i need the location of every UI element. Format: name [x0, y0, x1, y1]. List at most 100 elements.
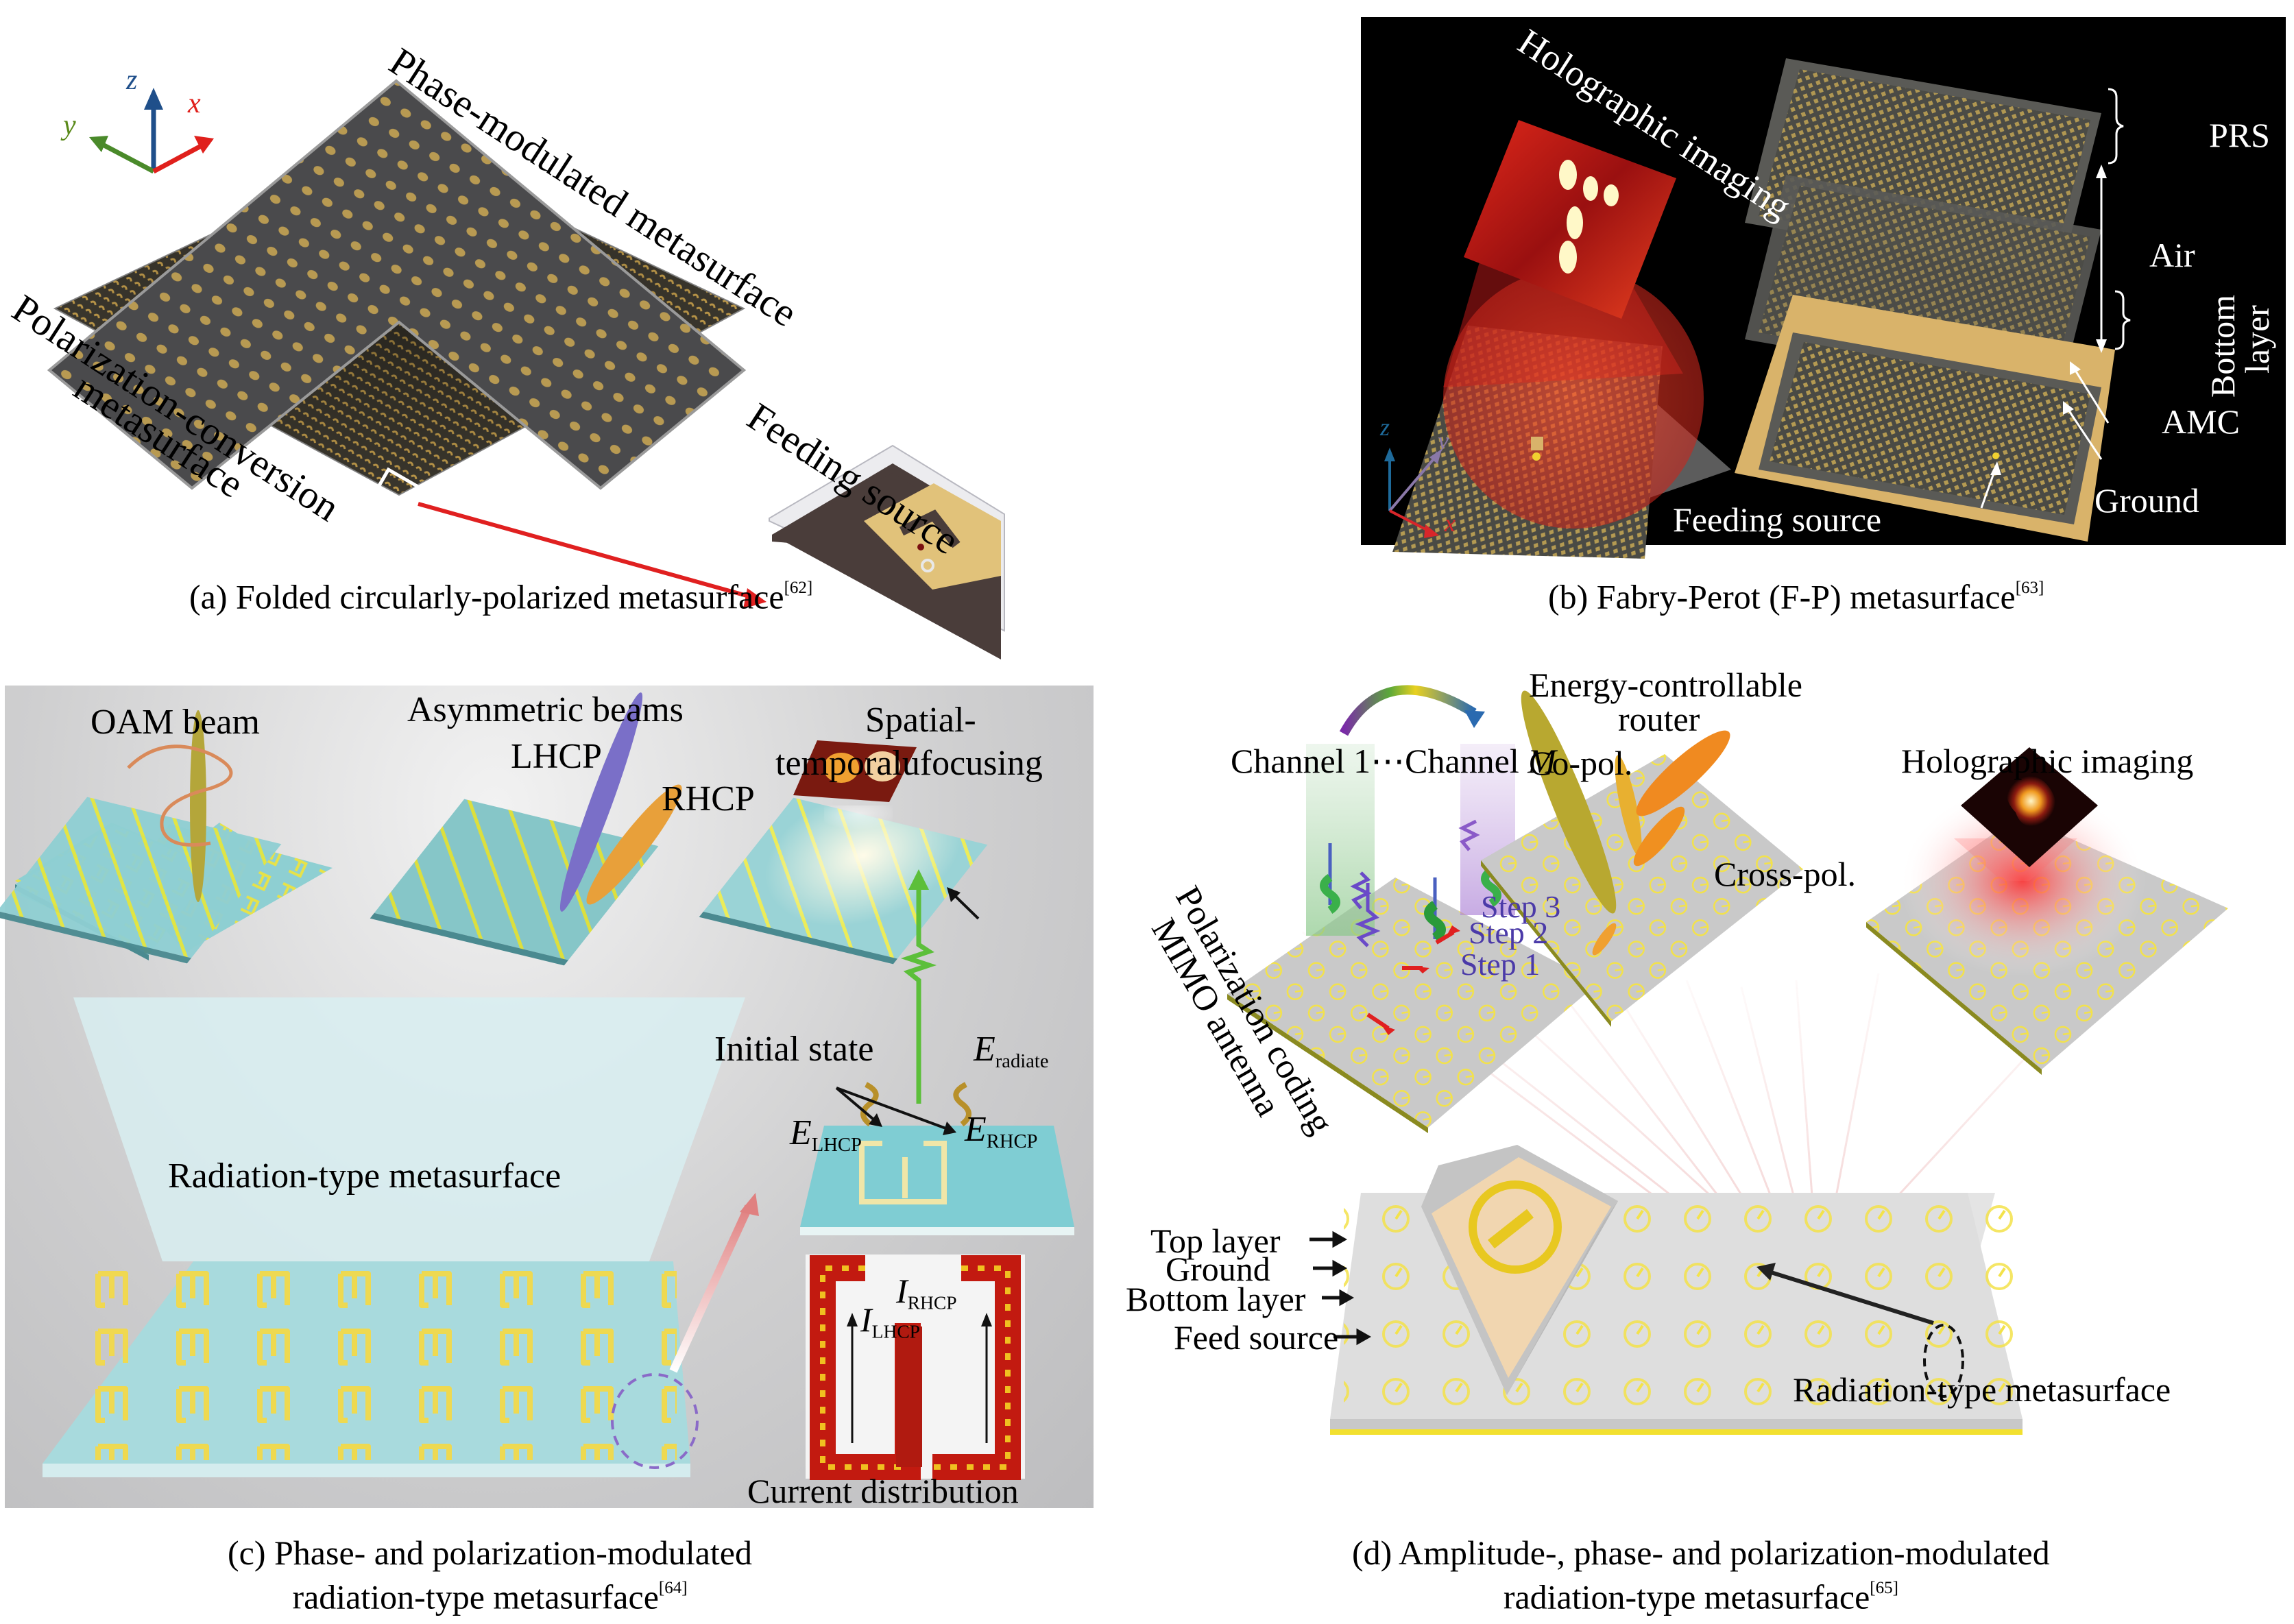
zoom-arrow — [669, 1204, 753, 1373]
axis-z-label-b: z — [1380, 413, 1390, 441]
caption-b-ref: [63] — [2015, 579, 2044, 597]
axis-z-label: z — [126, 64, 138, 96]
label-ground-b: Ground — [2094, 481, 2199, 520]
caption-a-ref: [62] — [784, 579, 813, 597]
label-asymmetric-beams: Asymmetric beams — [407, 690, 684, 729]
i-rhcp-sub: RHCP — [907, 1292, 957, 1313]
label-radiation-type-metasurface-d: Radiation-type metasurface — [1793, 1370, 2171, 1409]
label-oam-beam: OAM beam — [90, 703, 260, 742]
unit-pointer-arrow — [1768, 1270, 1934, 1325]
label-e-radiate: Eradiate — [974, 1032, 1049, 1072]
label-feeding-source-b: Feeding source — [1673, 500, 1882, 539]
oam-helix — [127, 744, 233, 847]
label-i-rhcp: IRHCP — [896, 1274, 957, 1312]
axis-triad-a — [89, 88, 214, 174]
prs-brace — [2108, 88, 2124, 165]
label-energy-controllable: Energy-controllable — [1529, 666, 1802, 704]
axis-x-label: x — [188, 88, 201, 119]
co-pol-beam — [1521, 690, 1617, 914]
axis-y-label-b: y — [1438, 427, 1449, 455]
i-rhcp-base: I — [896, 1272, 908, 1310]
label-arrows-d — [1309, 1231, 1372, 1346]
radiation-circle — [1443, 268, 1704, 529]
e-rhcp-base: E — [965, 1110, 987, 1149]
feed-pointer-arrow — [418, 502, 755, 600]
label-top-layer: Top layer — [1150, 1222, 1281, 1260]
router-beam-3 — [1636, 730, 1730, 816]
e-radiate-wave — [900, 884, 937, 1104]
e-radiate-sub: radiate — [995, 1051, 1049, 1072]
caption-a: (a) Folded circularly-polarized metasurf… — [189, 579, 812, 614]
unit-cell-ring — [1469, 1180, 1562, 1274]
lhcp-beam — [559, 692, 643, 912]
e-lhcp-sub: LHCP — [811, 1135, 862, 1156]
label-channels: Channel 1⋯Channel M — [1231, 744, 1556, 778]
cross-pol-beam-2 — [1592, 923, 1617, 956]
caption-c: (c) Phase- and polarization-modulated ra… — [228, 1536, 752, 1614]
caption-b: (b) Fabry-Perot (F-P) metasurface[63] — [1548, 579, 2044, 614]
i-lhcp-sub: LHCP — [871, 1320, 920, 1342]
label-temporal-focusing: temporalufocusing — [775, 744, 1043, 783]
label-channels-text: Channel 1⋯Channel — [1231, 742, 1528, 780]
label-e-rhcp: ERHCP — [965, 1112, 1037, 1152]
e-lhcp-base: E — [790, 1113, 812, 1152]
label-current-distribution: Current distribution — [747, 1472, 1019, 1510]
e-rhcp-wave — [953, 1082, 971, 1127]
unit-cell-resonator — [859, 1141, 947, 1204]
feed-patch — [864, 483, 1001, 590]
e-rhcp-sub: RHCP — [986, 1131, 1038, 1152]
zoom-cone — [73, 997, 745, 1261]
panel-a-graphics — [47, 79, 1005, 659]
phase-modulated-plate — [47, 79, 747, 490]
e-lhcp-wave — [860, 1082, 879, 1127]
caption-d: (d) Amplitude-, phase- and polarization-… — [1352, 1536, 2050, 1614]
label-i-lhcp: ILHCP — [860, 1302, 920, 1341]
cross-pol-beam — [1633, 806, 1685, 866]
caption-d-line1: (d) Amplitude-, phase- and polarization-… — [1352, 1534, 2050, 1572]
axis-y-label: y — [63, 110, 76, 141]
label-step-2: Step 2 — [1469, 915, 1549, 950]
label-air: Air — [2149, 236, 2195, 274]
polarization-waves — [1320, 819, 1501, 947]
label-channel-m: M — [1528, 742, 1556, 780]
label-initial-state: Initial state — [714, 1030, 874, 1069]
caption-b-text: (b) Fabry-Perot (F-P) metasurface — [1548, 577, 2016, 616]
panel-b: z y x Holographic imaging PRS Air Bottom… — [1361, 17, 2286, 559]
label-bottom-layer-d: Bottom layer — [1126, 1280, 1306, 1318]
unit-highlight-circle-d — [1923, 1324, 1964, 1398]
axis-triad-b — [1384, 448, 1442, 538]
caption-c-line1: (c) Phase- and polarization-modulated — [228, 1534, 752, 1572]
label-e-lhcp: ELHCP — [790, 1115, 862, 1156]
mimo-antenna-plate — [1227, 877, 1597, 1128]
label-layer: layer — [2238, 305, 2276, 374]
caption-d-ref: [65] — [1870, 1579, 1898, 1597]
label-rhcp: RHCP — [662, 779, 755, 819]
caption-d-line2: radiation-type metasurface — [1503, 1577, 1870, 1616]
oam-beam — [190, 710, 206, 902]
caption-c-ref: [64] — [658, 1579, 688, 1597]
feed-focus-box — [376, 467, 426, 511]
label-co-pol: Co-pol. — [1529, 744, 1633, 782]
panel-c-beams — [43, 692, 1074, 1480]
panel-a: z y x Phase-modulated metasurface Polari… — [0, 0, 1005, 659]
label-amc: AMC — [2162, 402, 2240, 441]
label-step-1: Step 1 — [1460, 947, 1541, 982]
bottom-layer-brace — [2114, 290, 2131, 350]
channel-1-beam — [1306, 744, 1375, 936]
label-spatial: Spatial- — [865, 701, 976, 740]
i-lhcp-base: I — [860, 1300, 872, 1339]
label-holographic-imaging-d: Holographic imaging — [1901, 742, 2194, 780]
caption-c-line2: radiation-type metasurface — [292, 1577, 659, 1616]
channel-switch-arc — [1339, 685, 1477, 736]
label-router: router — [1618, 700, 1700, 738]
label-step-3: Step 3 — [1481, 889, 1561, 924]
rhcp-beam — [586, 784, 682, 905]
label-lhcp: LHCP — [511, 737, 602, 776]
label-bottom: Bottom — [2204, 294, 2242, 398]
label-prs: PRS — [2209, 116, 2270, 154]
router-beam-2 — [1615, 755, 1642, 856]
e-radiate-base: E — [974, 1030, 995, 1069]
label-ground-d: Ground — [1166, 1250, 1270, 1288]
panel-d-graphics — [1124, 685, 2228, 1435]
label-feed-source-d: Feed source — [1174, 1318, 1339, 1357]
